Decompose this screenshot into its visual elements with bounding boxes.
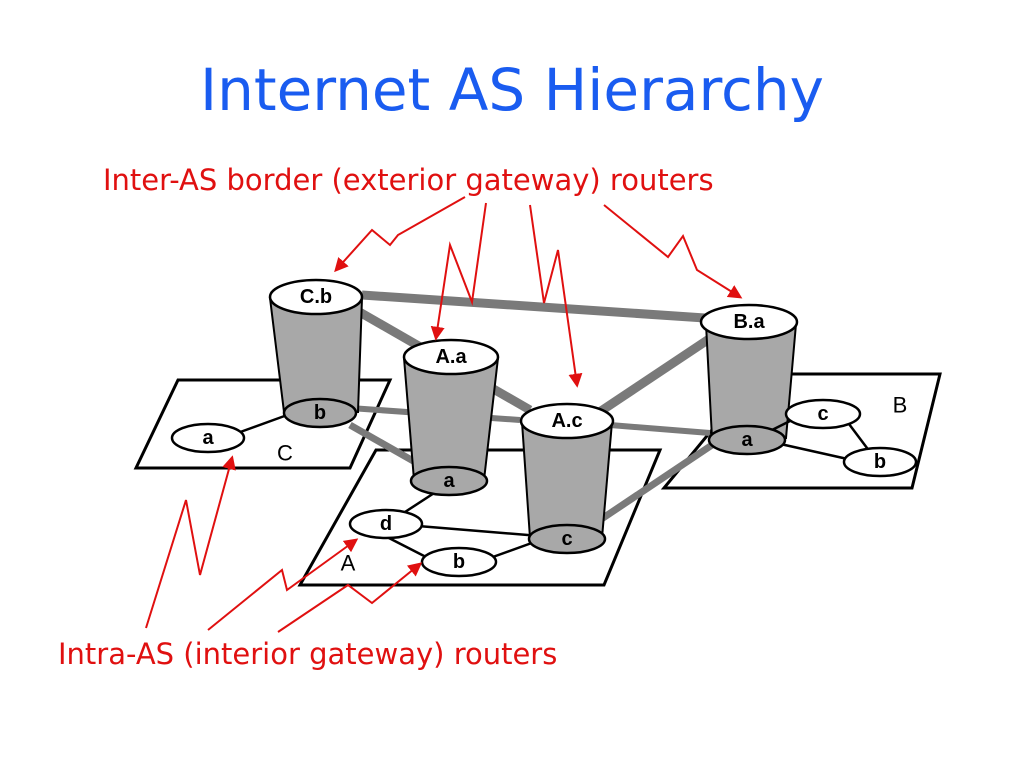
router-ac-bottom-label: c (561, 528, 572, 550)
arrow-to-cb (334, 196, 466, 273)
router-ad-label: d (380, 513, 392, 535)
router-ca (170, 422, 246, 454)
router-ac-bottom (527, 523, 607, 555)
router-bc (784, 398, 862, 430)
arrow-to-ca (145, 455, 236, 629)
tower-ba (704, 323, 798, 439)
router-cb-bottom-label: b (314, 402, 326, 424)
as-a-label: A (341, 551, 356, 576)
link-cb-aa-bottom (348, 421, 417, 466)
border-router-towers (268, 297, 798, 539)
arrow-to-ac (529, 204, 583, 388)
router-bc-label: c (817, 403, 828, 425)
as-b-label: B (893, 393, 908, 418)
link-cb-ba (361, 290, 706, 323)
router-aa-top-label: A.a (435, 346, 467, 368)
router-bb-label: b (874, 451, 886, 473)
link-ac-ba-bottom (609, 422, 711, 436)
router-ac-top (519, 402, 615, 440)
router-cb-bottom (282, 397, 358, 429)
router-aa-top (402, 338, 500, 376)
arrow-to-aa (430, 202, 487, 341)
routers: C.b A.a A.c B.a b a a d b c a c b (170, 278, 918, 578)
link-ac-ba-low (598, 442, 714, 523)
link-ba-ac (592, 331, 718, 419)
router-ab-label: b (453, 551, 465, 573)
slide-title: Internet AS Hierarchy (199, 56, 824, 124)
router-cb-top (268, 278, 364, 316)
router-ca-label: a (202, 427, 214, 449)
router-aa-bottom (409, 465, 489, 497)
router-ab (420, 546, 498, 578)
router-aa-bottom-label: a (443, 470, 455, 492)
arrow-to-ba (603, 204, 743, 299)
tower-ac (520, 421, 614, 539)
router-cb-top-label: C.b (300, 286, 332, 308)
router-bb (842, 446, 918, 478)
intra-as-caption: Intra-AS (interior gateway) routers (58, 637, 558, 671)
router-ba-bottom-label: a (741, 429, 753, 451)
arrow-to-ad (207, 538, 359, 631)
router-ba-bottom (707, 424, 787, 456)
router-ac-top-label: A.c (551, 410, 582, 432)
arrow-to-ab (277, 562, 423, 633)
tower-aa (402, 357, 500, 481)
router-ba-top (699, 303, 799, 341)
as-c-label: C (277, 441, 293, 466)
router-ad (348, 508, 424, 540)
inter-as-caption: Inter-AS border (exterior gateway) route… (103, 163, 714, 197)
annotation-arrows (145, 196, 743, 633)
router-ba-top-label: B.a (733, 311, 765, 333)
